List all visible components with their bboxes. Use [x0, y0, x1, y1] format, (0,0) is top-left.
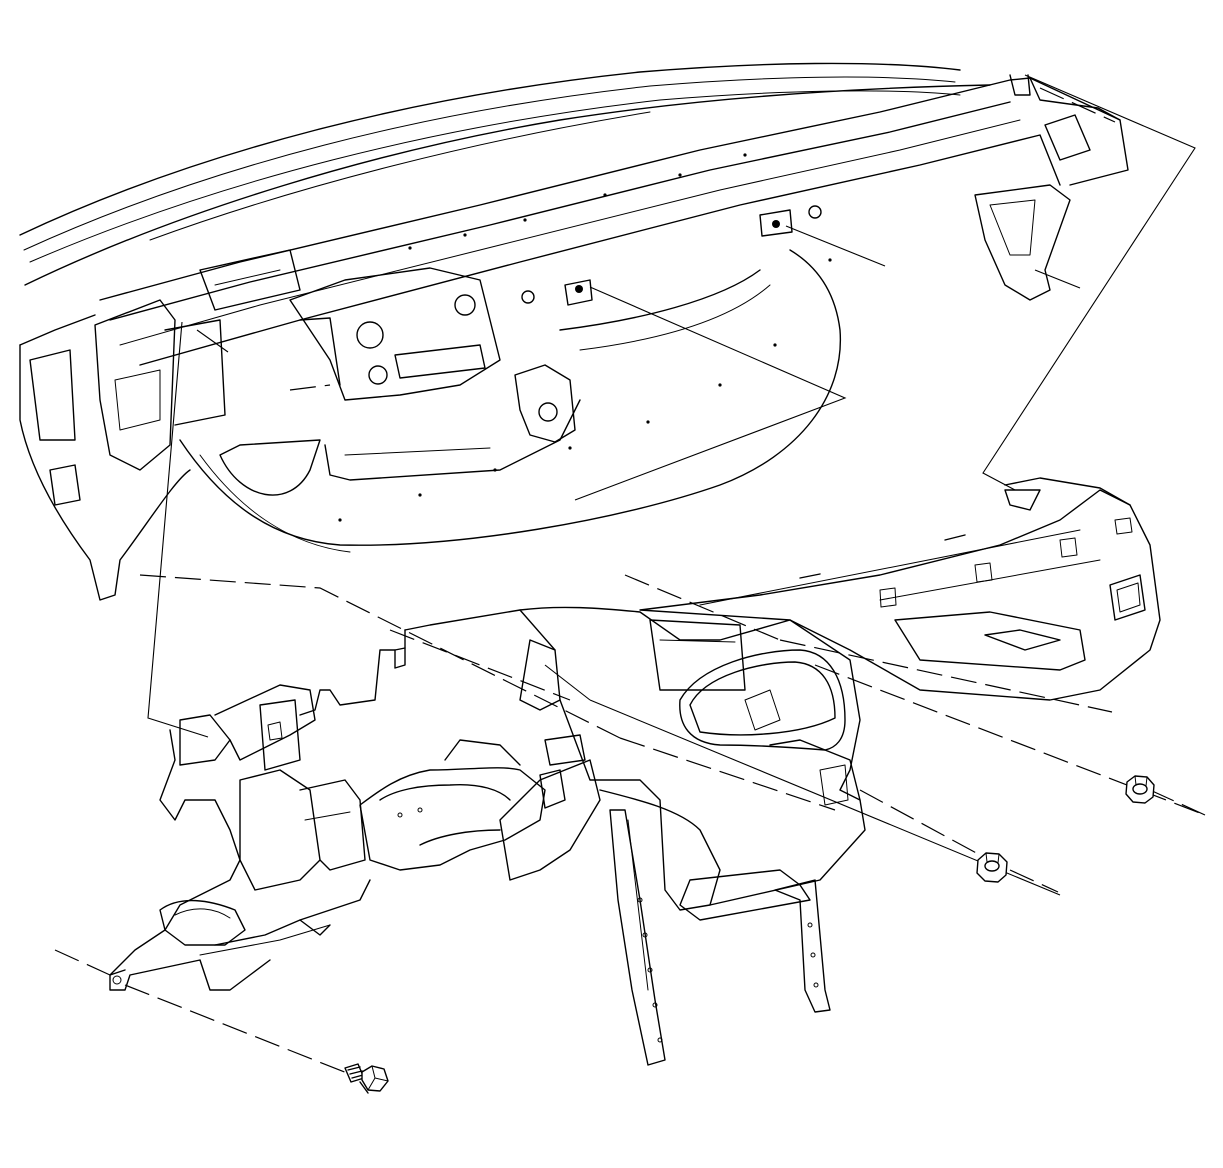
instrument-panel-carrier [109, 477, 1161, 1066]
alignment-leader-lines [54, 74, 1206, 1076]
hex-flange-nut-icon [1125, 775, 1155, 804]
cowl-dash-panel-assembly [19, 62, 1129, 601]
hex-flange-nut-icon [976, 852, 1008, 883]
hex-bolt-icon [344, 1063, 389, 1094]
firewall-rivet-dots [338, 153, 832, 522]
